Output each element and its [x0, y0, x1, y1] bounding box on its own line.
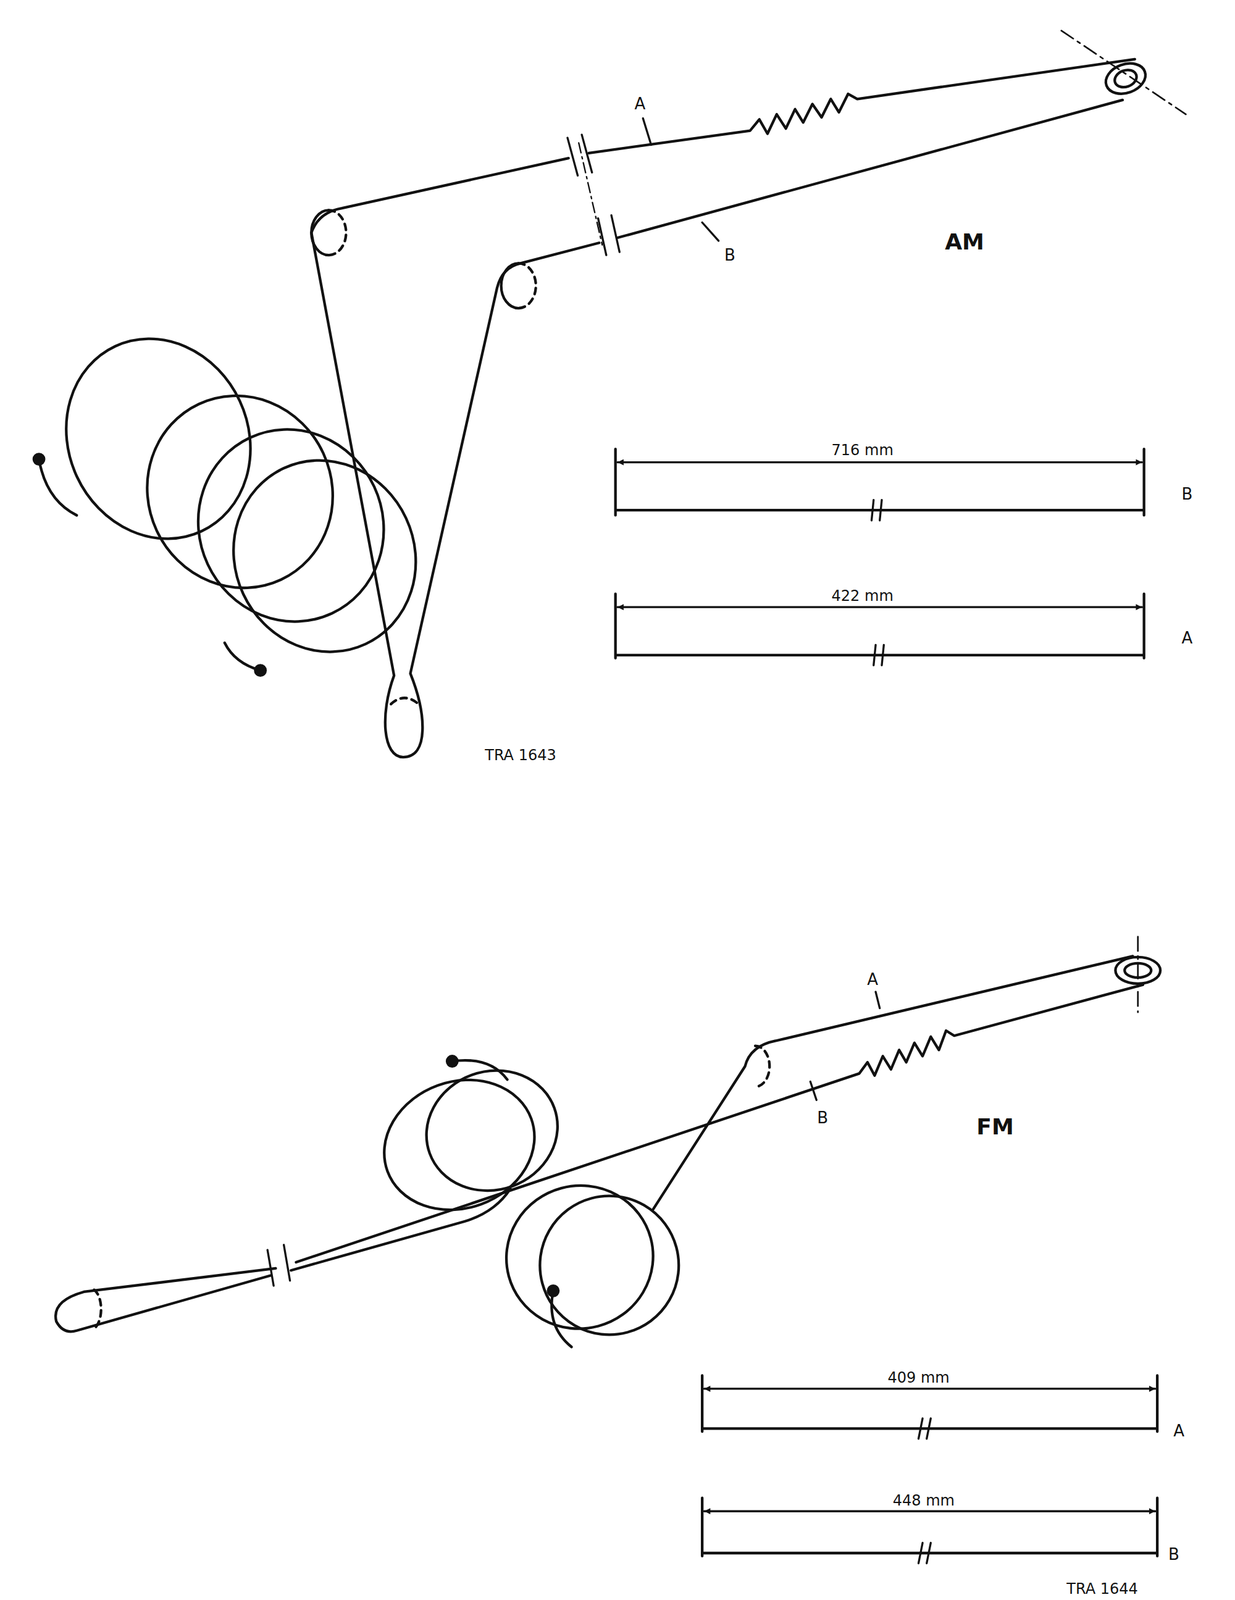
- break-mark: [267, 1244, 290, 1286]
- corner-bend: [311, 209, 329, 256]
- coil: [33, 308, 448, 682]
- dimension-value: 409 mm: [885, 1368, 953, 1387]
- wire-loop: [1101, 58, 1150, 99]
- break-axis: [578, 142, 603, 245]
- part-label: B: [1165, 1544, 1182, 1565]
- figure-title: FM: [973, 1113, 1016, 1140]
- figure-title: AM: [942, 229, 987, 256]
- corner-bend-hidden: [518, 263, 536, 309]
- part-label: B: [1178, 484, 1195, 504]
- part-label: B: [721, 245, 738, 265]
- drawing-number: TRA 1644: [1063, 1580, 1141, 1598]
- wire-end: [447, 1055, 458, 1067]
- coil: [365, 1052, 695, 1351]
- teardrop-hidden: [390, 697, 419, 704]
- break-mark: [567, 134, 620, 256]
- axis-line: [1061, 30, 1187, 115]
- wire-loop-inner: [1112, 67, 1139, 91]
- part-label: A: [864, 970, 881, 990]
- part-label: B: [814, 1108, 831, 1128]
- drawing-number: TRA 1643: [482, 746, 559, 764]
- wire-end: [548, 1285, 559, 1297]
- wire-end: [33, 453, 45, 465]
- part-label: A: [1178, 628, 1195, 648]
- part-label: A: [1170, 1421, 1187, 1441]
- wire-end: [255, 665, 266, 676]
- axis-line: [1136, 936, 1139, 1013]
- dimension-value: 716 mm: [829, 441, 896, 459]
- corner-bend-hidden: [755, 1046, 770, 1087]
- fm-wire: [55, 955, 1143, 1332]
- corner-bend-hidden: [328, 209, 346, 256]
- part-label: A: [631, 94, 648, 114]
- leader-line: [642, 118, 719, 241]
- rod-end-hidden: [93, 1289, 101, 1329]
- am-wire: [311, 59, 1135, 758]
- dimension-value: 448 mm: [890, 1491, 958, 1510]
- dimension-value: 422 mm: [829, 587, 896, 605]
- dimension-716: [615, 448, 1145, 521]
- corner-bend: [501, 263, 519, 309]
- leader-line: [810, 991, 880, 1100]
